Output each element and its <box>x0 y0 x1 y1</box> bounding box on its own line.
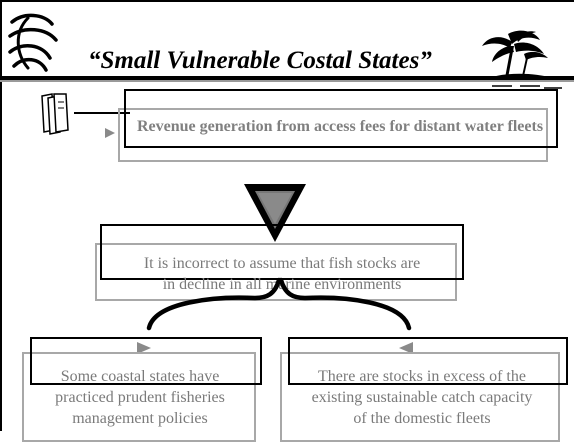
brace-connector <box>146 277 412 331</box>
connector-line <box>74 112 130 114</box>
top-box-text: Revenue generation from access fees for … <box>136 118 544 135</box>
slide-left-border <box>0 0 2 431</box>
slide-top-border <box>0 0 574 2</box>
palm-tree-island-icon <box>482 30 562 91</box>
left-triangle-icon <box>137 342 151 354</box>
right-arrow-icon <box>105 128 115 138</box>
right-box-line2: existing sustainable catch capacity <box>311 389 533 406</box>
right-triangle-icon <box>399 342 413 354</box>
top-box <box>124 89 558 148</box>
slide-title: “Small Vulnerable Costal States” <box>88 47 432 74</box>
top-box-shadow <box>118 108 548 162</box>
title-rule <box>0 76 574 80</box>
right-box <box>288 337 568 385</box>
middle-box-line1: It is incorrect to assume that fish stoc… <box>143 255 421 272</box>
right-box-line1: There are stocks in excess of the <box>318 368 526 385</box>
left-box-line3: management policies <box>72 410 208 427</box>
left-box-line2: practiced prudent fisheries <box>55 389 225 406</box>
wto-logo-icon <box>8 13 58 72</box>
left-box-line1: Some coastal states have <box>60 368 220 385</box>
document-stack-icon <box>41 93 69 135</box>
title-rule-shadow <box>0 80 574 82</box>
left-box <box>30 337 262 385</box>
right-box-line3: of the domestic fleets <box>353 410 491 427</box>
down-triangle-icon <box>244 184 306 242</box>
middle-box-shadow <box>95 243 457 301</box>
